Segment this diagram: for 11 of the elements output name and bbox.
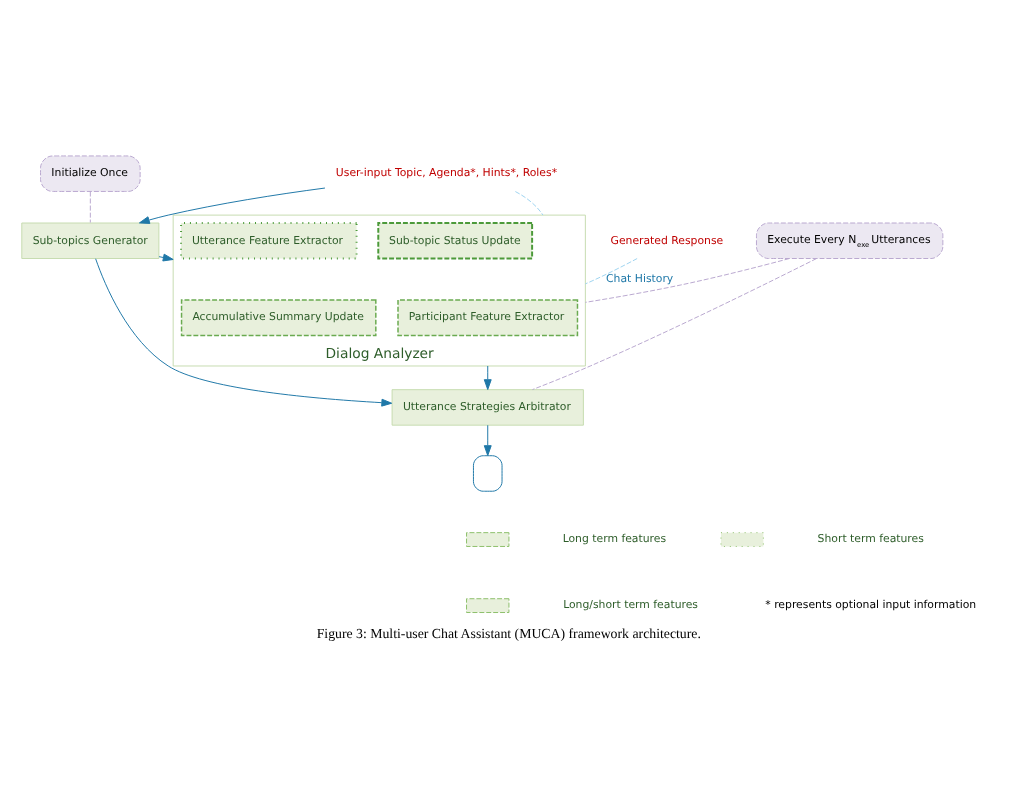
- connector: [89, 191, 91, 224]
- connector: [584, 258, 638, 285]
- connector: [514, 191, 544, 216]
- connector: [531, 258, 817, 391]
- arrow: [483, 365, 492, 391]
- node-robot: [472, 455, 503, 492]
- arrow: [95, 258, 393, 407]
- arrow: [158, 253, 174, 262]
- connector: [584, 258, 790, 303]
- arrow: [138, 187, 326, 224]
- arrow: [483, 424, 492, 457]
